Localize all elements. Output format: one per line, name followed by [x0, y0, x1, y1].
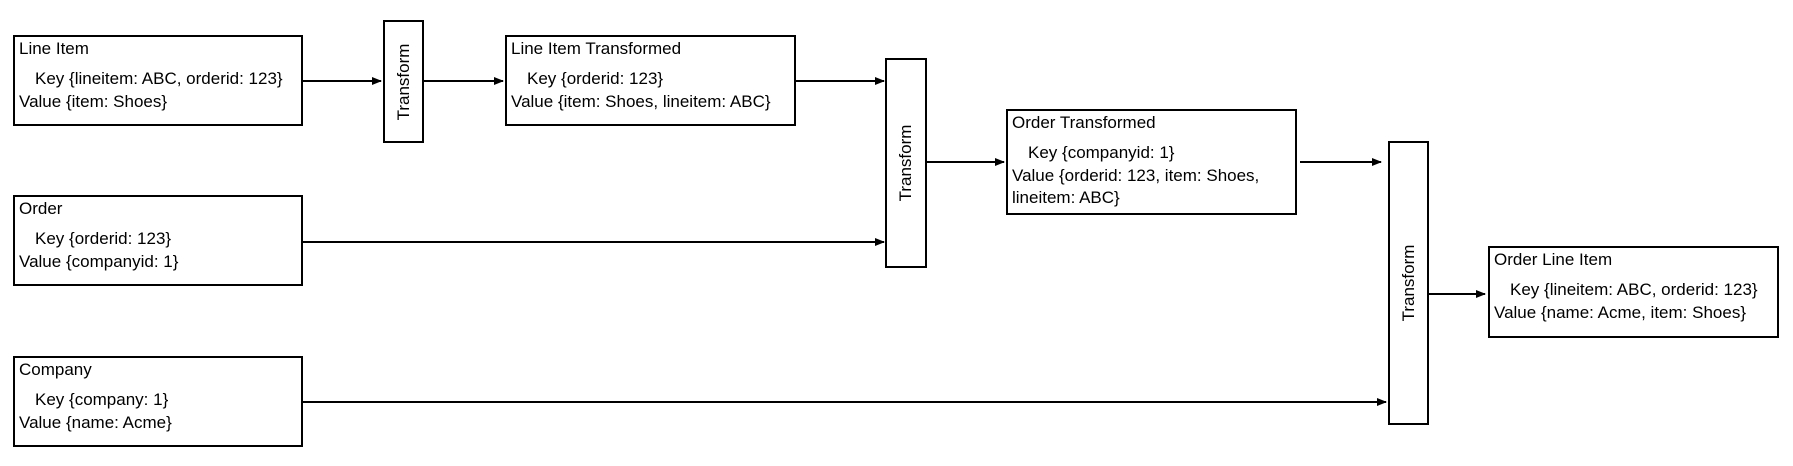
line-item-box[interactable]: Line Item Key {lineitem: ABC, orderid: 1…	[13, 35, 303, 126]
order-transformed-box[interactable]: Order Transformed Key {companyid: 1} Val…	[1006, 109, 1297, 215]
order-line-item-key: Key {lineitem: ABC, orderid: 123}	[1510, 280, 1758, 299]
order-transformed-title: Order Transformed	[1012, 113, 1156, 132]
company-box[interactable]: Company Key {company: 1} Value {name: Ac…	[13, 356, 303, 447]
line-item-transformed-title: Line Item Transformed	[511, 39, 682, 58]
order-box[interactable]: Order Key {orderid: 123} Value {companyi…	[13, 195, 303, 286]
company-value: Value {name: Acme}	[19, 413, 172, 432]
transform-3-label: Transform	[1398, 244, 1418, 322]
order-transformed-key: Key {companyid: 1}	[1028, 143, 1175, 162]
transform-2-label: Transform	[896, 124, 915, 202]
line-item-transformed-value: Value {item: Shoes, lineitem: ABC}	[511, 92, 771, 111]
order-line-item-box[interactable]: Order Line Item Key {lineitem: ABC, orde…	[1488, 246, 1779, 338]
order-line-item-value: Value {name: Acme, item: Shoes}	[1494, 303, 1746, 322]
company-key: Key {company: 1}	[35, 390, 169, 409]
line-item-transformed-key: Key {orderid: 123}	[527, 69, 664, 88]
order-key: Key {orderid: 123}	[35, 229, 172, 248]
line-item-title: Line Item	[19, 39, 89, 58]
order-value: Value {companyid: 1}	[19, 252, 179, 271]
line-item-key: Key {lineitem: ABC, orderid: 123}	[35, 69, 283, 88]
line-item-transformed-box[interactable]: Line Item Transformed Key {orderid: 123}…	[505, 35, 796, 126]
transform-2-box[interactable]: Transform	[885, 58, 927, 268]
order-transformed-value-line-1: Value {orderid: 123, item: Shoes,	[1012, 166, 1260, 185]
transform-1-label: Transform	[393, 43, 413, 120]
line-item-value: Value {item: Shoes}	[19, 92, 168, 111]
transform-1-box[interactable]: Transform	[383, 20, 424, 143]
company-title: Company	[19, 360, 92, 379]
order-transformed-value-line-2: lineitem: ABC}	[1012, 188, 1120, 207]
transform-3-box[interactable]: Transform	[1388, 141, 1429, 425]
order-line-item-title: Order Line Item	[1494, 250, 1613, 269]
order-title: Order	[19, 199, 63, 218]
